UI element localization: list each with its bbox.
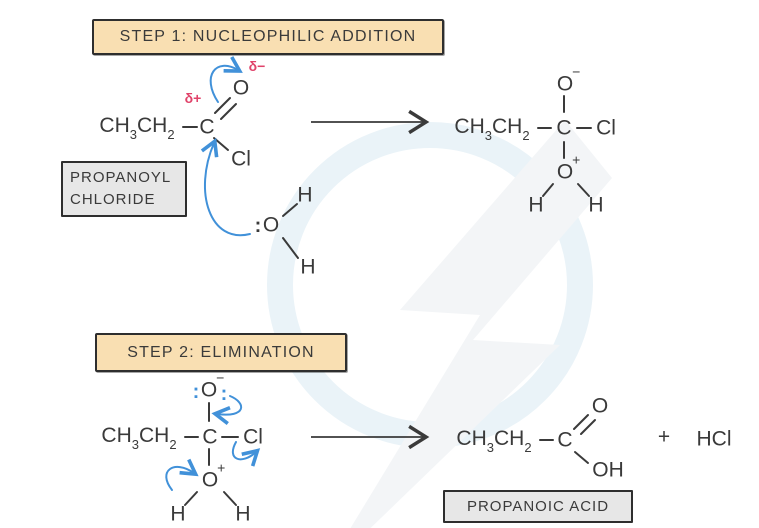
negative-charge: − xyxy=(572,63,581,80)
curly-arrows xyxy=(165,56,261,491)
curly-arrow-lonepair-to-bond xyxy=(211,395,243,425)
negative-charge: − xyxy=(216,369,225,386)
single-bond xyxy=(184,491,198,506)
product-name: PROPANOIC ACID xyxy=(466,497,610,515)
formula-subscript: 3 xyxy=(484,128,492,144)
single-bond xyxy=(577,183,590,197)
formula-subscript: 3 xyxy=(131,437,139,453)
formula-subscript: 2 xyxy=(167,127,175,143)
formula-subscript: 2 xyxy=(169,437,177,453)
curly-arrow-oh-to-oxygen xyxy=(165,458,199,491)
double-bond-line xyxy=(573,414,589,430)
formula-segment: CH xyxy=(99,113,130,137)
formula-segment: CH xyxy=(492,114,523,138)
ethyl-group-formula: CH3CH2 xyxy=(101,423,177,453)
atom-central-carbon: C xyxy=(556,116,572,140)
atom-hydrogen: H xyxy=(170,502,186,526)
step1-title-box: STEP 1: NUCLEOPHILIC ADDITION xyxy=(92,19,444,55)
single-bond xyxy=(223,491,237,506)
atom-water-oxygen: O xyxy=(262,213,280,237)
formula-segment: CH xyxy=(139,423,170,447)
curly-arrow-co-to-oxygen xyxy=(209,56,243,103)
atom-water-hydrogen: H xyxy=(297,183,313,207)
atom-hydrogen: H xyxy=(235,502,251,526)
lone-pair-dots: : xyxy=(192,381,200,403)
ethyl-group-formula: CH3CH2 xyxy=(99,113,175,143)
water-oh-bond xyxy=(282,203,298,217)
formula-subscript: 3 xyxy=(486,440,494,456)
formula-segment: CH xyxy=(456,426,487,450)
atom-oxonium-oxygen: O + xyxy=(201,461,226,492)
formula-subscript: 2 xyxy=(522,128,530,144)
curly-arrow-water-to-carbon xyxy=(200,137,251,237)
double-bond-line xyxy=(220,103,237,120)
formula-segment: CH xyxy=(137,113,168,137)
atom-chlorine: Cl xyxy=(243,425,263,449)
delta-plus-label: δ+ xyxy=(184,90,202,106)
step2-title-box: STEP 2: ELIMINATION xyxy=(95,333,347,372)
propanoyl-chloride-label-box: PROPANOYL CHLORIDE xyxy=(61,161,187,217)
water-oh-bond xyxy=(282,237,299,259)
atom-symbol: O xyxy=(201,468,219,492)
atom-symbol: O xyxy=(200,378,218,402)
atom-water-hydrogen: H xyxy=(300,255,316,279)
reactant-name-line1: PROPANOYL xyxy=(70,169,172,186)
atom-symbol: O xyxy=(556,160,574,184)
delta-minus-label: δ− xyxy=(248,58,266,74)
atom-chlorine: Cl xyxy=(596,116,616,140)
atom-carbonyl-oxygen: O xyxy=(232,76,250,100)
positive-charge: + xyxy=(572,151,581,168)
step1-title: STEP 1: NUCLEOPHILIC ADDITION xyxy=(119,28,417,45)
single-bond xyxy=(542,183,554,197)
formula-subscript: 2 xyxy=(524,440,532,456)
atom-hydrogen: H xyxy=(588,193,604,217)
double-bond-line xyxy=(580,419,596,435)
atom-chlorine: Cl xyxy=(231,147,251,171)
reactant-name-line2: CHLORIDE xyxy=(70,191,156,208)
lone-pair-dots: : xyxy=(220,383,228,405)
positive-charge: + xyxy=(217,459,226,476)
atom-central-carbon: C xyxy=(202,425,218,449)
ethyl-group-formula: CH3CH2 xyxy=(456,426,532,456)
ethyl-group-formula: CH3CH2 xyxy=(454,114,530,144)
lone-pair-dots: : xyxy=(254,215,262,237)
atom-symbol: O xyxy=(556,72,574,96)
propanoic-acid-label-box: PROPANOIC ACID xyxy=(443,490,633,523)
formula-segment: CH xyxy=(454,114,485,138)
formula-segment: CH xyxy=(494,426,525,450)
reaction-arrows xyxy=(311,109,430,450)
atom-carbonyl-oxygen: O xyxy=(591,394,609,418)
atom-alkoxide-oxygen: O − xyxy=(556,65,581,96)
atom-carbonyl-carbon: C xyxy=(199,115,215,139)
step2-title: STEP 2: ELIMINATION xyxy=(127,343,315,361)
single-bond xyxy=(574,451,589,464)
hydroxyl-group: OH xyxy=(592,458,624,482)
atom-oxonium-oxygen: O + xyxy=(556,153,581,184)
step2-bonds xyxy=(184,402,596,506)
atom-carboxyl-carbon: C xyxy=(557,428,573,452)
formula-segment: CH xyxy=(101,423,132,447)
double-bond-line xyxy=(214,97,231,114)
plus-sign: + xyxy=(657,425,671,449)
curly-arrow-ccl-to-chlorine xyxy=(231,441,261,467)
byproduct-hcl: HCl xyxy=(696,427,732,451)
atom-alkoxide-oxygen: O − xyxy=(200,371,225,402)
atom-hydrogen: H xyxy=(528,193,544,217)
formula-subscript: 3 xyxy=(129,127,137,143)
